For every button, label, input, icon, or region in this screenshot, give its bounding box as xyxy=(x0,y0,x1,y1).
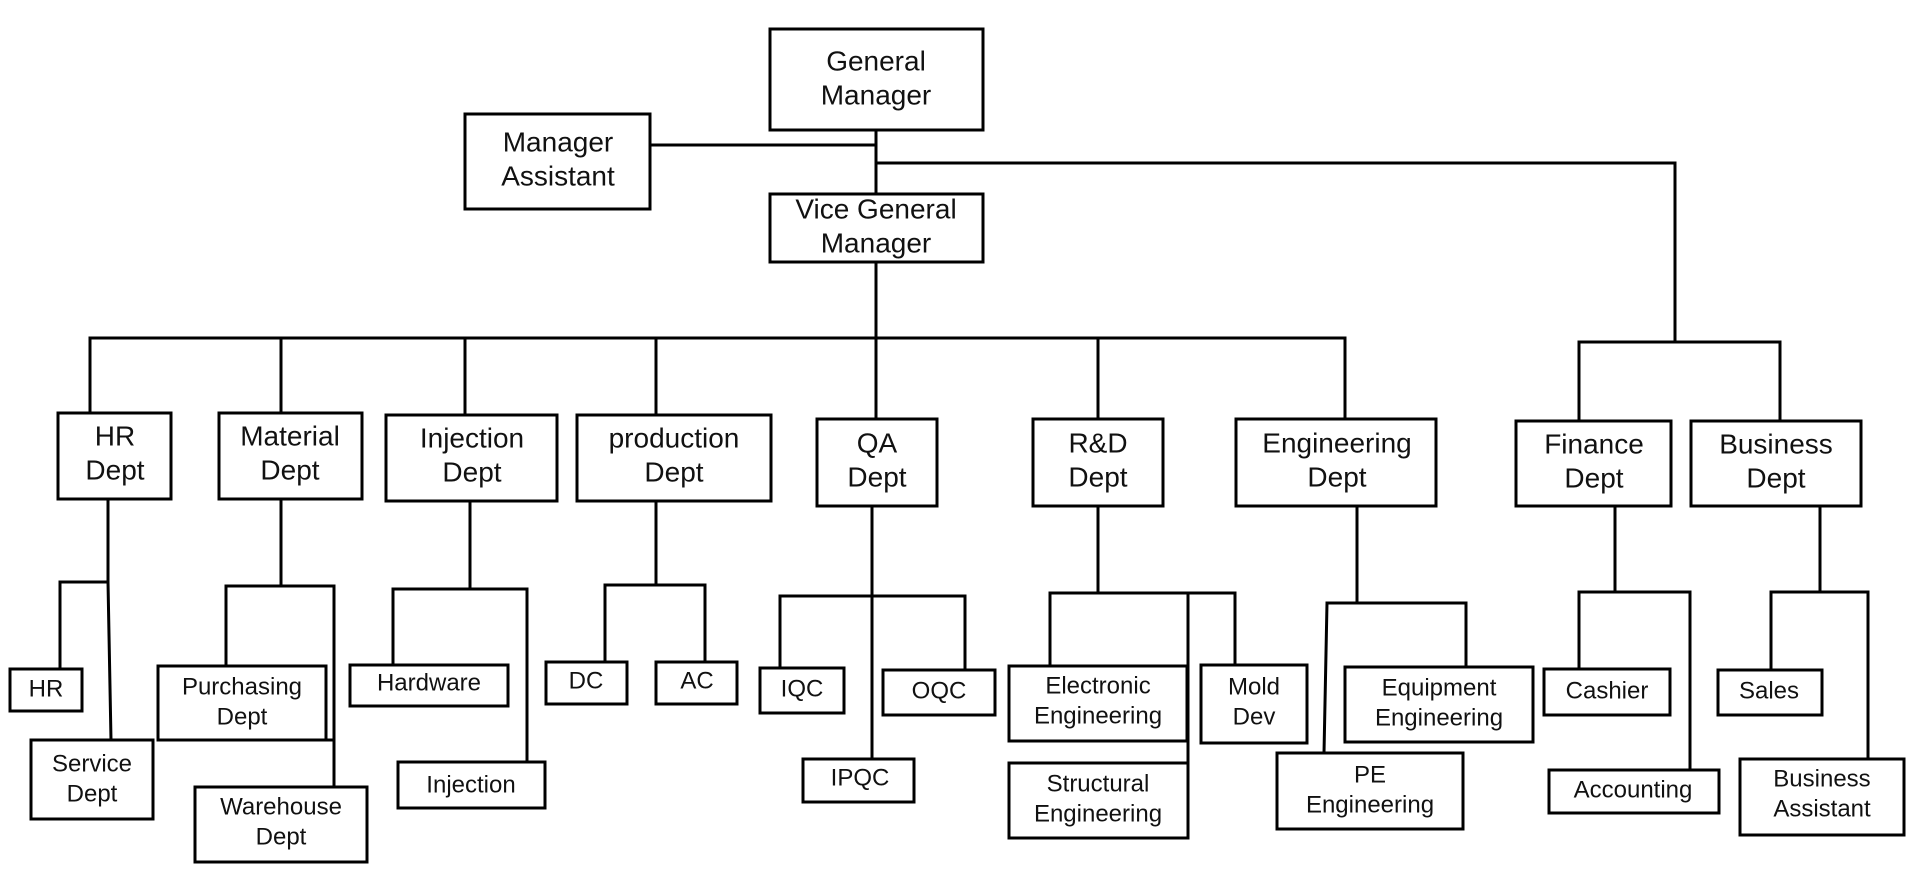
node-hardware[interactable]: Hardware xyxy=(348,663,510,708)
connector-rd-group xyxy=(1048,504,1237,840)
connector-injection-group xyxy=(391,499,529,764)
node-engineering-dept-label-2: Dept xyxy=(1307,461,1366,492)
node-finance-dept-label-1: Finance xyxy=(1544,428,1644,459)
node-injection-label-1: Injection xyxy=(426,771,515,798)
node-production-dept-label-2: Dept xyxy=(644,456,703,487)
node-electronic-engineering-label-2: Engineering xyxy=(1034,702,1162,729)
node-ipqc-label-1: IPQC xyxy=(831,764,890,791)
node-mold-dev-label-2: Dev xyxy=(1233,703,1276,730)
node-hr-label-1: HR xyxy=(29,675,64,702)
node-purchasing-dept-label-1: Purchasing xyxy=(182,673,302,700)
node-hr[interactable]: HR xyxy=(8,667,84,713)
node-manager-assistant-label-1: Manager xyxy=(503,126,614,157)
connector-hr-group xyxy=(58,497,113,742)
node-warehouse-dept-label-1: Warehouse xyxy=(220,793,342,820)
node-dc[interactable]: DC xyxy=(544,660,629,706)
node-electronic-engineering-label-1: Electronic xyxy=(1045,672,1150,699)
node-injection-dept-label-2: Dept xyxy=(442,456,501,487)
node-vice-general-manager-label-2: Manager xyxy=(821,227,932,258)
node-pe-engineering[interactable]: PE Engineering xyxy=(1275,751,1465,831)
node-qa-dept-label-2: Dept xyxy=(847,461,906,492)
node-rd-dept-label-1: R&D xyxy=(1068,427,1127,458)
node-purchasing-dept-label-2: Dept xyxy=(217,703,268,730)
node-pe-engineering-label-1: PE xyxy=(1354,761,1386,788)
node-general-manager-label-2: Manager xyxy=(821,79,932,110)
node-hardware-label-1: Hardware xyxy=(377,669,481,696)
connector-engineering-group xyxy=(1322,504,1468,755)
node-structural-engineering-label-2: Engineering xyxy=(1034,800,1162,827)
node-qa-dept-label-1: QA xyxy=(857,427,898,458)
node-business-dept-label-2: Dept xyxy=(1746,462,1805,493)
node-warehouse-dept-label-2: Dept xyxy=(256,823,307,850)
node-injection[interactable]: Injection xyxy=(396,760,547,810)
node-oqc[interactable]: OQC xyxy=(881,668,997,717)
node-ipqc[interactable]: IPQC xyxy=(801,757,916,804)
node-equipment-engineering-label-1: Equipment xyxy=(1382,674,1497,701)
node-hr-dept-label-1: HR xyxy=(95,420,135,451)
node-cashier[interactable]: Cashier xyxy=(1542,667,1672,717)
node-material-dept-label-2: Dept xyxy=(260,454,319,485)
node-dc-label-1: DC xyxy=(569,667,604,694)
node-oqc-label-1: OQC xyxy=(912,677,967,704)
connector-gm-finance-business-trunk xyxy=(874,161,1677,342)
node-accounting-label-1: Accounting xyxy=(1574,776,1693,803)
node-business-assistant-label-1: Business xyxy=(1773,765,1870,792)
node-service-dept-label-1: Service xyxy=(52,750,132,777)
node-accounting[interactable]: Accounting xyxy=(1547,768,1721,815)
node-cashier-label-1: Cashier xyxy=(1566,677,1649,704)
node-manager-assistant-label-2: Assistant xyxy=(501,160,615,191)
node-hr-dept-label-2: Dept xyxy=(85,454,144,485)
connector-production-group xyxy=(603,499,707,666)
node-iqc[interactable]: IQC xyxy=(758,666,846,715)
node-injection-dept-label-1: Injection xyxy=(420,422,524,453)
node-general-manager-label-1: General xyxy=(826,45,926,76)
node-engineering-dept-label-1: Engineering xyxy=(1262,427,1411,458)
node-production-dept-label-1: production xyxy=(609,422,740,453)
node-sales-label-1: Sales xyxy=(1739,677,1799,704)
connector-lines xyxy=(58,128,1870,840)
node-finance-dept-label-2: Dept xyxy=(1564,462,1623,493)
node-ac[interactable]: AC xyxy=(654,660,739,706)
node-mold-dev-label-1: Mold xyxy=(1228,673,1280,700)
node-material-dept-label-1: Material xyxy=(240,420,340,451)
node-structural-engineering-label-1: Structural xyxy=(1047,770,1150,797)
node-vice-general-manager-label-1: Vice General xyxy=(795,193,956,224)
node-business-dept-label-1: Business xyxy=(1719,428,1833,459)
node-ac-label-1: AC xyxy=(680,667,713,694)
connector-qa-group xyxy=(778,504,967,761)
node-sales[interactable]: Sales xyxy=(1716,668,1824,717)
node-service-dept-label-2: Dept xyxy=(67,780,118,807)
node-equipment-engineering-label-2: Engineering xyxy=(1375,704,1503,731)
node-iqc-label-1: IQC xyxy=(781,675,824,702)
node-rd-dept-label-2: Dept xyxy=(1068,461,1127,492)
connector-finance-group xyxy=(1577,504,1692,772)
node-pe-engineering-label-2: Engineering xyxy=(1306,791,1434,818)
node-business-assistant-label-2: Assistant xyxy=(1773,795,1871,822)
connector-business-group xyxy=(1769,504,1870,761)
connector-material-group xyxy=(156,497,336,789)
